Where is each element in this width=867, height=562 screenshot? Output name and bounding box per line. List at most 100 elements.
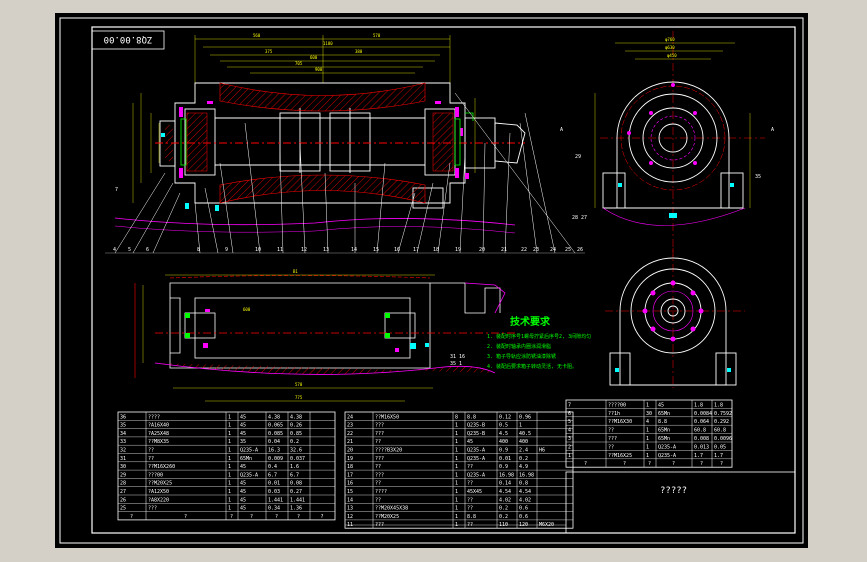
table-cell: 0.013 bbox=[694, 444, 709, 450]
table-header-cell: ? bbox=[584, 461, 587, 467]
table-cell: 0.26 bbox=[290, 423, 302, 429]
table-cell: 1 bbox=[646, 453, 649, 459]
callout: 20 bbox=[479, 247, 485, 253]
table-cell: 1 bbox=[228, 464, 231, 470]
table-cell: 0.5 bbox=[499, 423, 508, 429]
table-cell: ??M16X25 bbox=[608, 453, 632, 459]
table-cell: 16 bbox=[347, 481, 353, 487]
table-cell: 6.7 bbox=[290, 472, 299, 478]
table-cell: 15 bbox=[347, 489, 353, 495]
table-cell: 1.7 bbox=[694, 453, 703, 459]
table-cell: Q235-A bbox=[240, 472, 258, 478]
table-header-cell: ? bbox=[648, 461, 651, 467]
table-cell: ?? bbox=[148, 456, 154, 462]
table-cell: 12 bbox=[347, 514, 353, 520]
table-cell: 65Mn bbox=[658, 411, 670, 417]
table-cell: 1 bbox=[455, 497, 458, 503]
table-cell: Q235-A bbox=[467, 472, 485, 478]
table-cell: 0.292 bbox=[714, 419, 729, 425]
table-cell: ??M8X35 bbox=[148, 439, 169, 445]
table-cell: 1 bbox=[455, 481, 458, 487]
table-cell: 21 bbox=[347, 439, 353, 445]
svg-text:600: 600 bbox=[243, 307, 251, 312]
table-cell: 0.01 bbox=[268, 481, 280, 487]
table-cell: 4.9 bbox=[519, 464, 528, 470]
table-header-cell: ? bbox=[720, 461, 723, 467]
table-cell: 26 bbox=[120, 497, 126, 503]
table-cell: 0.27 bbox=[290, 489, 302, 495]
callout: 7 bbox=[115, 187, 118, 193]
table-cell: Q235-A bbox=[467, 456, 485, 462]
table-cell: 1 bbox=[228, 481, 231, 487]
table-cell: 0.2 bbox=[499, 514, 508, 520]
table-cell: 13 bbox=[347, 506, 353, 512]
table-cell: 1 bbox=[228, 414, 231, 420]
table-cell: 1 bbox=[455, 514, 458, 520]
callout: 8 bbox=[197, 247, 200, 253]
table-cell: 0.0084 bbox=[694, 411, 712, 417]
table-cell: 1 bbox=[568, 453, 571, 459]
table-cell: 0.065 bbox=[268, 423, 283, 429]
table-cell: 1.441 bbox=[290, 497, 305, 503]
table-header-cell: ? bbox=[700, 461, 703, 467]
table-cell: 65Mn bbox=[240, 456, 252, 462]
drawing-code-box: ZQ8.00.00 bbox=[91, 30, 165, 50]
cad-viewport[interactable]: ZQ8.00.00 560 570 1180 375 380 600 bbox=[55, 13, 808, 548]
svg-text:705: 705 bbox=[295, 61, 303, 66]
table-cell: 0.04 bbox=[268, 439, 280, 445]
table-cell: 7 bbox=[568, 402, 571, 408]
table-cell: 16.98 bbox=[499, 472, 514, 478]
table-cell: ????00 bbox=[608, 402, 626, 408]
table-cell: 18 bbox=[347, 464, 353, 470]
table-cell: 1 bbox=[646, 444, 649, 450]
svg-text:600: 600 bbox=[310, 55, 318, 60]
table-header-cell: ? bbox=[672, 461, 675, 467]
table-cell: 400 bbox=[499, 439, 508, 445]
technical-requirements: 技术要求 1. 装配时序号1螺母拧紧后序号2, 3间隙均匀 2. 装配时轴承内圈… bbox=[487, 315, 591, 370]
table-cell: 0.85 bbox=[290, 431, 302, 437]
callout: 13 bbox=[323, 247, 329, 253]
table-cell: 22 bbox=[347, 431, 353, 437]
callout: 9 bbox=[225, 247, 228, 253]
table-cell: 45 bbox=[240, 431, 246, 437]
table-cell: 1 bbox=[646, 402, 649, 408]
table-cell: 0.96 bbox=[519, 414, 531, 420]
table-cell: ?A12X50 bbox=[148, 489, 169, 495]
table-cell: 29 bbox=[120, 472, 126, 478]
table-cell: ??M16X260 bbox=[148, 464, 175, 470]
callout: 24 bbox=[550, 247, 556, 253]
svg-text:35 1: 35 1 bbox=[450, 361, 462, 367]
table-header-cell: ? bbox=[275, 514, 278, 520]
table-cell: 1 bbox=[455, 456, 458, 462]
svg-text:1180: 1180 bbox=[323, 41, 333, 46]
table-cell: ??? bbox=[375, 472, 384, 478]
table-cell: 0.2 bbox=[290, 439, 299, 445]
table-cell: ?? bbox=[148, 448, 154, 454]
table-header-cell: ? bbox=[184, 514, 187, 520]
front-section-view: 560 570 1180 375 380 600 705 900 bbox=[105, 33, 585, 254]
table-cell: ?A16X40 bbox=[148, 423, 169, 429]
callout: 23 bbox=[533, 247, 539, 253]
table-cell: 8.8 bbox=[467, 414, 476, 420]
table-cell: 6 bbox=[568, 411, 571, 417]
svg-text:775: 775 bbox=[295, 395, 303, 400]
table-cell: ??? bbox=[375, 431, 384, 437]
table-cell: 0.2 bbox=[519, 456, 528, 462]
table-cell: 45 bbox=[658, 402, 664, 408]
table-cell: 45 bbox=[240, 497, 246, 503]
table-cell: 45 bbox=[240, 414, 246, 420]
table-cell: 0.12 bbox=[499, 414, 511, 420]
table-cell: ?? bbox=[467, 497, 473, 503]
